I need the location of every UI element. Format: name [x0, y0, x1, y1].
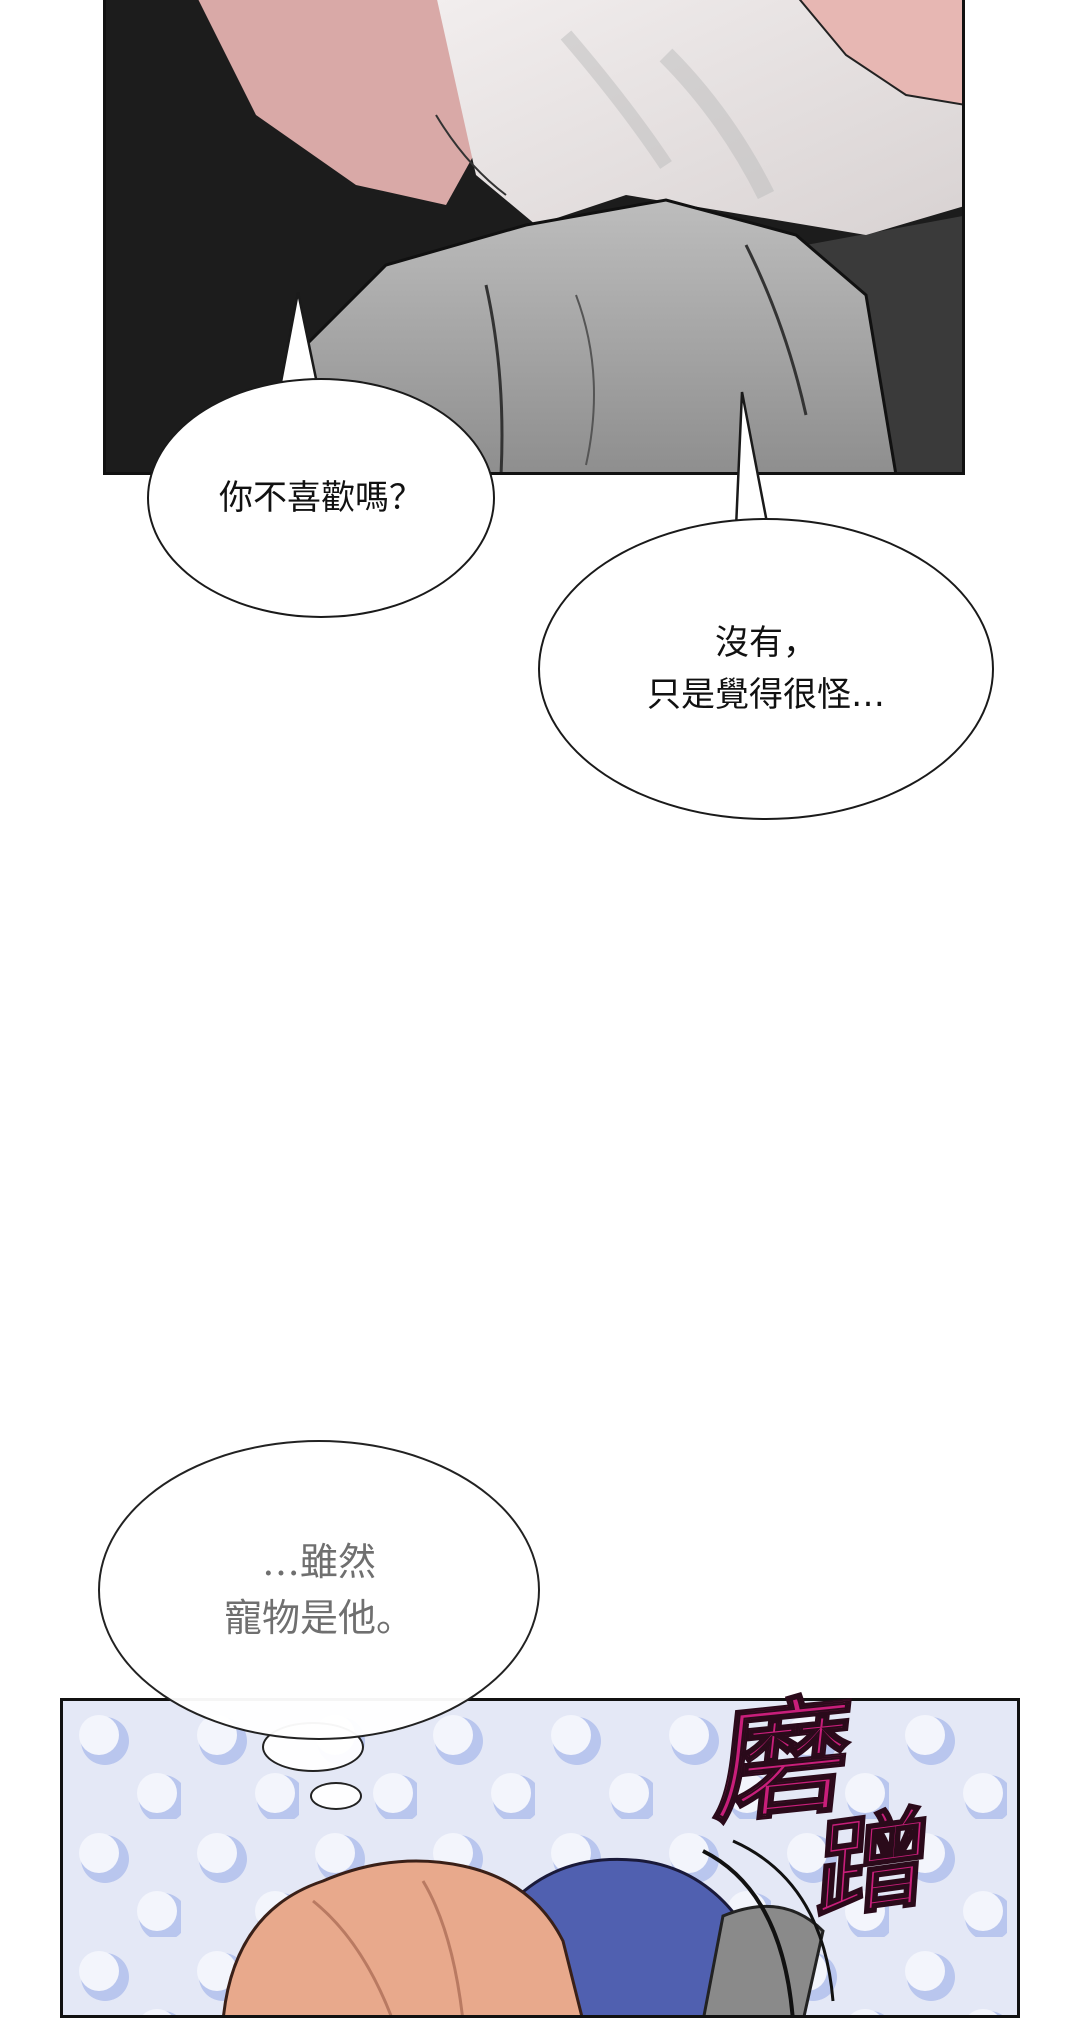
- skin-shape: [198, 0, 496, 205]
- thought-line: 寵物是他。: [223, 1596, 414, 1640]
- speech-bubble-left: 你不喜歡嗎？: [147, 378, 495, 618]
- top-panel: [103, 0, 965, 475]
- hand-shape: [798, 0, 962, 106]
- thought-bubble: …雖然 寵物是他。: [98, 1440, 540, 1740]
- bottom-panel-art: [63, 1701, 1017, 2015]
- speech-line: 沒有，: [715, 623, 817, 663]
- white-shirt: [437, 0, 962, 235]
- bubble-right-tail: [732, 391, 772, 530]
- sfx-char-2: 蹭: [813, 1792, 936, 1937]
- speech-line: 只是覺得很怪…: [647, 675, 885, 715]
- speech-line: 你不喜歡嗎？: [219, 478, 423, 518]
- thought-line: …雖然: [261, 1540, 376, 1584]
- speech-bubble-right: 沒有， 只是覺得很怪…: [538, 518, 994, 820]
- cat-ear: [702, 1904, 825, 2015]
- bottom-panel: [60, 1698, 1020, 2018]
- orange-hair: [222, 1859, 584, 2015]
- thought-bubble-dot-small: [310, 1782, 362, 1810]
